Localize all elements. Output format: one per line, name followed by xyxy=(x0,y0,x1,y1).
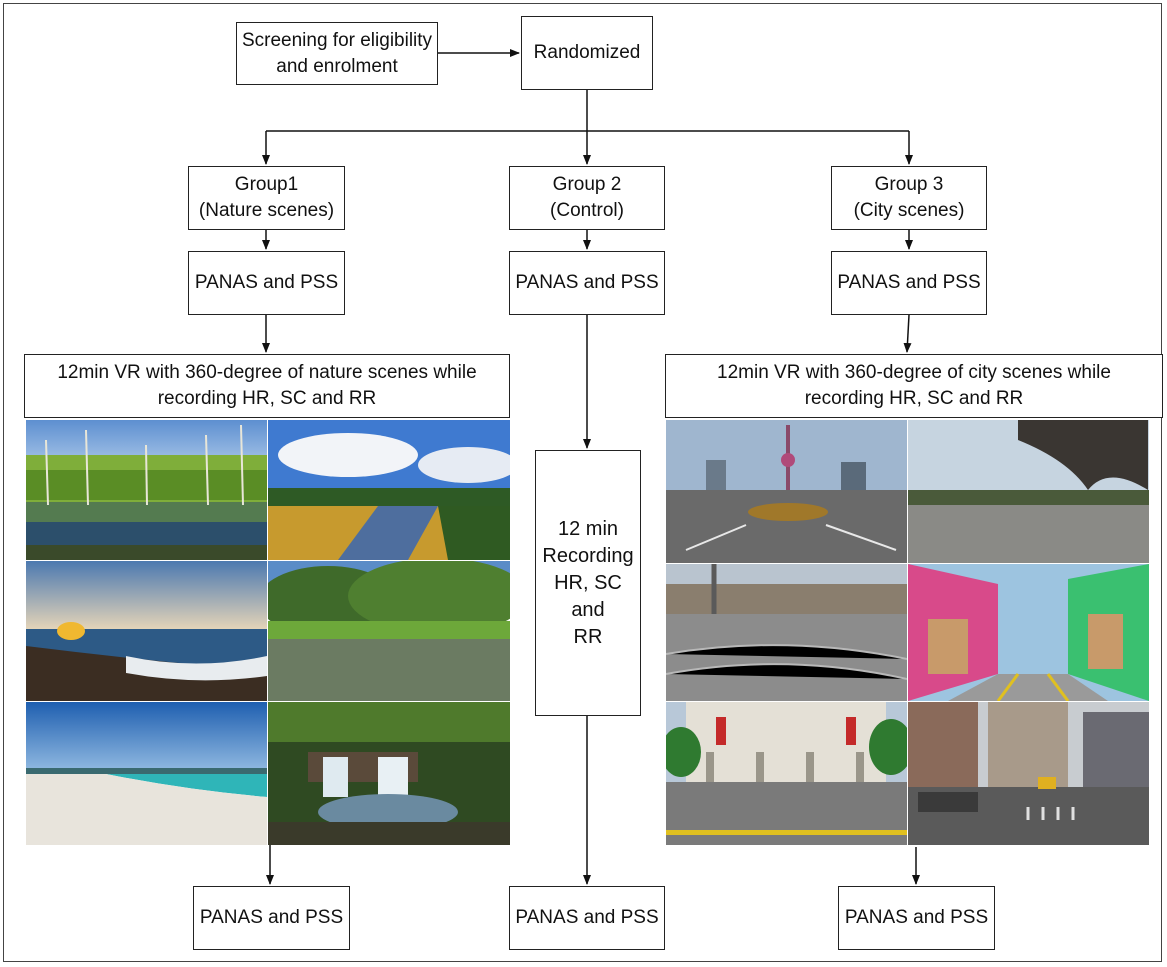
group2-box: Group 2 (Control) xyxy=(509,166,665,230)
vr-city-label: 12min VR with 360-degree of city scenes … xyxy=(717,362,1111,409)
post-assessment-label-group3: PANAS and PSS xyxy=(844,907,989,929)
outer-frame xyxy=(3,3,1162,962)
pre-assessment-label-group3: PANAS and PSS xyxy=(837,272,981,294)
post-assessment-box-group1: PANAS and PSS xyxy=(193,886,350,950)
post-assessment-box-group3: PANAS and PSS xyxy=(838,886,995,950)
jungle-stream-scene xyxy=(268,561,510,701)
shanghai-overpass-scene xyxy=(666,420,907,563)
birch-lake-scene xyxy=(26,420,267,560)
group3-box: Group 3 (City scenes) xyxy=(831,166,987,230)
colorful-street-scene xyxy=(908,564,1149,701)
river-valley-scene xyxy=(268,420,510,560)
pre-assessment-label-group1: PANAS and PSS xyxy=(194,272,339,294)
new-york-street-scene xyxy=(908,702,1149,845)
vr-nature-label: 12min VR with 360-degree of nature scene… xyxy=(57,362,477,409)
vr-nature-box: 12min VR with 360-degree of nature scene… xyxy=(24,354,510,418)
arrow-pre3-to-vr xyxy=(903,314,912,353)
control-recording-box: 12 min Recording HR, SC and RR xyxy=(535,450,641,716)
white-beach-scene xyxy=(26,702,267,845)
screening-label: Screening for eligibility and enrolment xyxy=(241,29,433,77)
colonial-building-scene xyxy=(666,702,907,845)
group1-box: Group1 (Nature scenes) xyxy=(188,166,345,230)
pre-assessment-box-group1: PANAS and PSS xyxy=(188,251,345,315)
pre-assessment-box-group3: PANAS and PSS xyxy=(831,251,987,315)
post-assessment-box-group2: PANAS and PSS xyxy=(509,886,665,950)
post-assessment-label-group1: PANAS and PSS xyxy=(199,907,344,929)
pre-assessment-box-group2: PANAS and PSS xyxy=(509,251,665,315)
post-assessment-label-group2: PANAS and PSS xyxy=(515,907,659,929)
group1-label: Group1 (Nature scenes) xyxy=(198,174,335,221)
pre-assessment-label-group2: PANAS and PSS xyxy=(515,272,659,294)
control-recording-label: 12 min Recording HR, SC and RR xyxy=(542,517,634,648)
trafalgar-square-scene xyxy=(666,564,907,701)
vr-city-box: 12min VR with 360-degree of city scenes … xyxy=(665,354,1163,418)
group2-label: Group 2 (Control) xyxy=(550,174,624,221)
randomized-label: Randomized xyxy=(533,42,641,64)
group3-label: Group 3 (City scenes) xyxy=(853,174,965,221)
rocky-coast-scene xyxy=(26,561,267,701)
eiffel-tower-scene xyxy=(908,420,1149,563)
screening-box: Screening for eligibility and enrolment xyxy=(236,22,438,85)
randomized-box: Randomized xyxy=(521,16,653,90)
waterfall-scene xyxy=(268,702,510,845)
